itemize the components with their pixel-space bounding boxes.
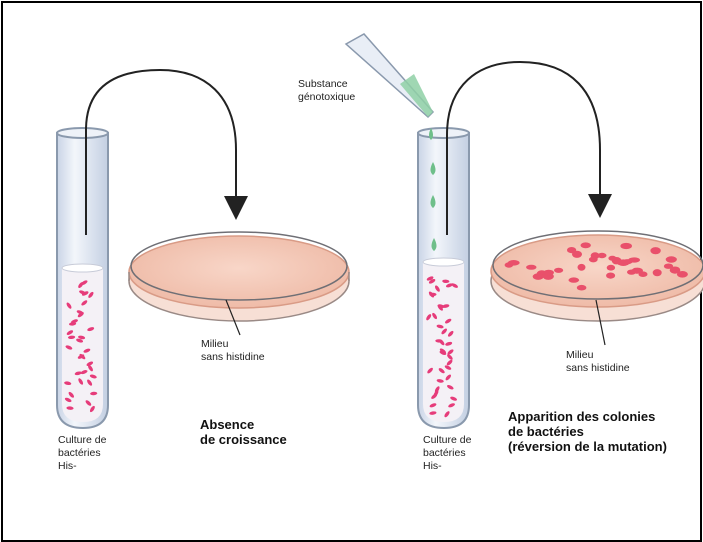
- right-result-line-1: Apparition des colonies: [508, 409, 667, 424]
- colony: [606, 273, 615, 279]
- colony: [607, 265, 615, 271]
- colony: [677, 271, 688, 278]
- left-result-label: Absence de croissance: [200, 417, 287, 447]
- substance-label: Substance génotoxique: [298, 78, 355, 104]
- colony: [620, 243, 632, 249]
- colony: [543, 270, 554, 276]
- right-culture-label: Culture de bactéries His-: [423, 434, 471, 473]
- substance-line-1: Substance: [298, 78, 355, 91]
- left-culture-line-2: bactéries: [58, 447, 106, 460]
- colony: [526, 265, 536, 270]
- right-culture-line-1: Culture de: [423, 434, 471, 447]
- colony: [608, 256, 616, 261]
- left-result-line-2: de croissance: [200, 432, 287, 447]
- left-petri-dish: [129, 232, 349, 321]
- left-medium-line-1: Milieu: [201, 338, 265, 351]
- left-medium-label: Milieu sans histidine: [201, 338, 265, 364]
- colony: [653, 269, 662, 276]
- substance-line-2: génotoxique: [298, 91, 355, 104]
- right-culture-line-3: His-: [423, 460, 471, 473]
- colony: [567, 247, 576, 253]
- right-test-tube: [418, 128, 469, 428]
- left-culture-line-1: Culture de: [58, 434, 106, 447]
- colony: [569, 277, 580, 282]
- colony: [632, 268, 643, 274]
- left-culture-line-3: His-: [58, 460, 106, 473]
- colony: [505, 262, 514, 267]
- right-result-line-2: de bactéries: [508, 424, 667, 439]
- left-result-line-1: Absence: [200, 417, 287, 432]
- left-medium-line-2: sans histidine: [201, 351, 265, 364]
- left-test-tube: [57, 128, 108, 428]
- right-medium-line-2: sans histidine: [566, 362, 630, 375]
- colony: [650, 247, 660, 254]
- left-culture-label: Culture de bactéries His-: [58, 434, 106, 473]
- right-medium-line-1: Milieu: [566, 349, 630, 362]
- pipette: [346, 34, 433, 117]
- colony: [666, 256, 677, 262]
- right-medium-label: Milieu sans histidine: [566, 349, 630, 375]
- colony: [598, 253, 607, 258]
- colony: [581, 242, 591, 248]
- right-result-line-3: (réversion de la mutation): [508, 439, 667, 454]
- colony: [533, 273, 544, 280]
- colony: [554, 268, 563, 273]
- colony: [578, 264, 586, 271]
- colony: [577, 285, 587, 291]
- colony: [589, 257, 598, 263]
- right-result-label: Apparition des colonies de bactéries (ré…: [508, 409, 667, 454]
- colony: [628, 257, 640, 262]
- right-culture-line-2: bactéries: [423, 447, 471, 460]
